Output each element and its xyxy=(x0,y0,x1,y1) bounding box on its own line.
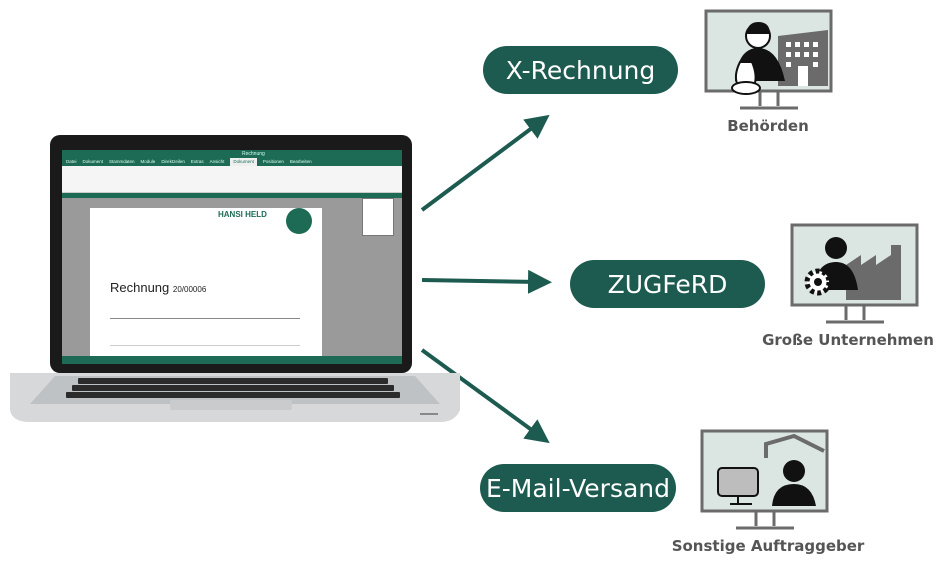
menu-item[interactable]: Bearbeiten xyxy=(289,159,312,164)
invoice-table xyxy=(110,318,300,346)
person-factory-gear-icon xyxy=(790,223,919,324)
page-thumbnail[interactable] xyxy=(362,198,394,236)
arrow-to-x-rechnung xyxy=(420,114,550,212)
menu-item[interactable]: Datei xyxy=(66,159,77,164)
company-name: HANSI HELD xyxy=(218,210,267,219)
menu-item[interactable]: Ansicht xyxy=(209,159,225,164)
invoice-title: Rechnung xyxy=(110,280,170,295)
document-titlebar xyxy=(62,193,402,199)
official-stamp-building-icon xyxy=(704,9,833,110)
menu-item[interactable]: Positionen xyxy=(262,159,284,164)
recipient-label-sonstige-auftraggeber: Sonstige Auftraggeber xyxy=(671,537,865,555)
document-area: HANSI HELD Rechnung 20/00006 xyxy=(62,198,402,356)
app-menubar: Datei Dokument Stammdaten Module Direktz… xyxy=(62,158,402,166)
menu-item[interactable]: Direktzeilen xyxy=(161,159,185,164)
invoice-page: HANSI HELD Rechnung 20/00006 xyxy=(90,208,322,356)
email-versand-pill: E-Mail-Versand xyxy=(480,464,676,512)
arrow-to-zugferd xyxy=(421,269,552,294)
invoice-heading: Rechnung 20/00006 xyxy=(110,280,206,295)
recipient-label-behoerden: Behörden xyxy=(727,117,809,135)
x-rechnung-pill: X-Rechnung xyxy=(483,46,678,94)
company-logo xyxy=(286,208,312,234)
laptop-screen: Rechnung Datei Dokument Stammdaten Modul… xyxy=(62,150,402,364)
ribbon xyxy=(62,166,402,193)
context-tab-label: Rechnung xyxy=(242,151,265,157)
app-titlebar: Rechnung xyxy=(62,150,402,158)
recipient-label-grosse-unternehmen: Große Unternehmen xyxy=(762,331,934,349)
person-home-computer-icon xyxy=(700,429,829,530)
menu-item-active[interactable]: Dokument xyxy=(230,158,257,166)
menu-item[interactable]: Extras xyxy=(190,159,204,164)
menu-item[interactable]: Stammdaten xyxy=(109,159,135,164)
menu-item[interactable]: Module xyxy=(140,159,156,164)
statusbar xyxy=(62,356,402,364)
arrow-to-email xyxy=(420,348,550,444)
invoice-number: 20/00006 xyxy=(172,285,207,294)
zugferd-pill: ZUGFeRD xyxy=(570,260,765,308)
menu-item[interactable]: Dokument xyxy=(82,159,104,164)
